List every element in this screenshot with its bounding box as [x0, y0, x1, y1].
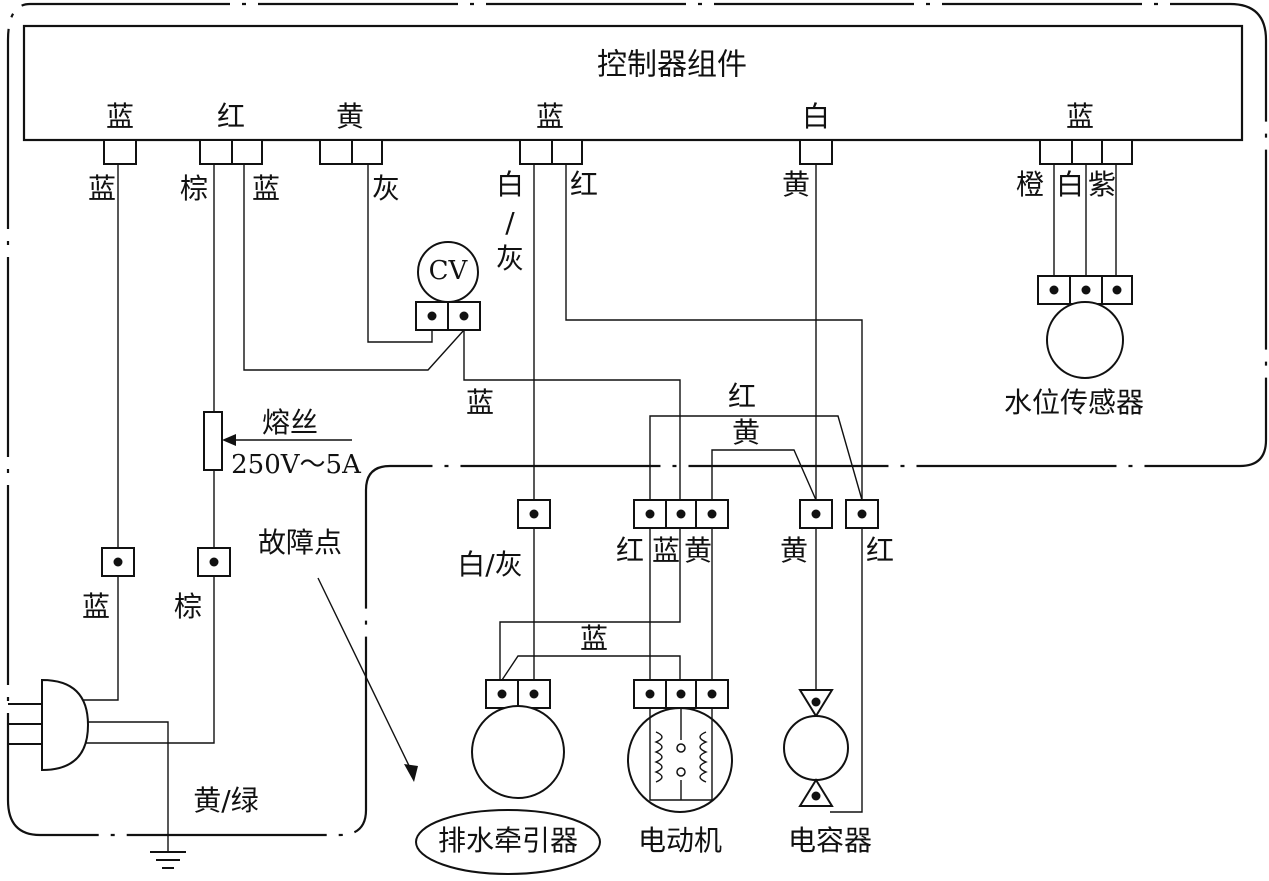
controller-label-yellow: 黄 — [336, 100, 364, 133]
drain-tractor — [471, 679, 565, 799]
capacitor — [783, 689, 849, 807]
wires — [72, 164, 1117, 869]
wire-label-yellow-mid: 黄 — [732, 416, 760, 449]
fuse-label: 熔丝 — [262, 406, 318, 439]
wire-label-red-top: 红 — [570, 168, 598, 201]
fuse — [203, 411, 223, 471]
wire-label-yellow-motor: 黄 — [684, 534, 712, 567]
wire-label-blue-bottom: 蓝 — [580, 622, 608, 655]
wire-label-white: 白 — [496, 168, 524, 201]
fuse-rating: 250V～5A — [231, 450, 362, 480]
wire-label-yellow-top: 黄 — [782, 168, 810, 201]
wire-label-gray: 灰 — [372, 172, 400, 205]
water-level-sensor-label: 水位传感器 — [1004, 386, 1144, 419]
wire-label-red-cap: 红 — [866, 534, 894, 567]
wire-label-blue-motor: 蓝 — [652, 534, 680, 567]
power-plug — [8, 678, 90, 772]
cv-label: CV — [429, 256, 469, 286]
wire-label-yellow-cap: 黄 — [780, 534, 808, 567]
wire-label-gray-2: 灰 — [496, 242, 524, 275]
wire-label-brown: 棕 — [180, 172, 208, 205]
wire-label-blue-2: 蓝 — [252, 172, 280, 205]
controller-connectors — [103, 139, 1133, 165]
wire-label-white-2: 白 — [1056, 168, 1084, 201]
wire-label-slash: / — [505, 206, 515, 239]
wire-label-red-motor: 红 — [616, 534, 644, 567]
wire-label-white-gray: 白/灰 — [457, 548, 522, 581]
controller-box — [22, 24, 1244, 142]
wire-label-blue-left: 蓝 — [88, 172, 116, 205]
wire-label-blue-lower-left: 蓝 — [82, 590, 110, 623]
wire-label-orange: 橙 — [1016, 168, 1044, 201]
wire-label-brown-lower: 棕 — [174, 590, 202, 623]
wire-label-ground: 黄/绿 — [193, 784, 258, 817]
wire-label-red-mid: 红 — [728, 380, 756, 413]
boundary-outline — [6, 2, 1268, 837]
fault-point-label: 故障点 — [258, 526, 342, 559]
mid-terminals — [101, 499, 879, 577]
motor-label: 电动机 — [638, 824, 722, 857]
drain-tractor-label: 排水牵引器 — [438, 824, 578, 857]
water-level-sensor — [1037, 275, 1133, 379]
wire-labels: 蓝 棕 蓝 灰 白 / 灰 红 黄 橙 白 紫 蓝 红 黄 蓝 棕 白/灰 红 … — [82, 168, 1116, 817]
controller-label-red: 红 — [217, 100, 245, 133]
cv-terminals — [415, 301, 481, 331]
wire-label-purple: 紫 — [1088, 168, 1116, 201]
wire-label-blue-mid: 蓝 — [466, 386, 494, 419]
motor — [627, 679, 733, 813]
controller-label-blue-2: 蓝 — [536, 100, 564, 133]
controller-title: 控制器组件 — [597, 48, 747, 83]
capacitor-label: 电容器 — [788, 824, 872, 857]
controller-label-blue-3: 蓝 — [1066, 100, 1094, 133]
controller-label-white: 白 — [802, 100, 830, 133]
controller-label-blue-1: 蓝 — [106, 100, 134, 133]
fault-highlight-ellipse — [415, 809, 601, 875]
